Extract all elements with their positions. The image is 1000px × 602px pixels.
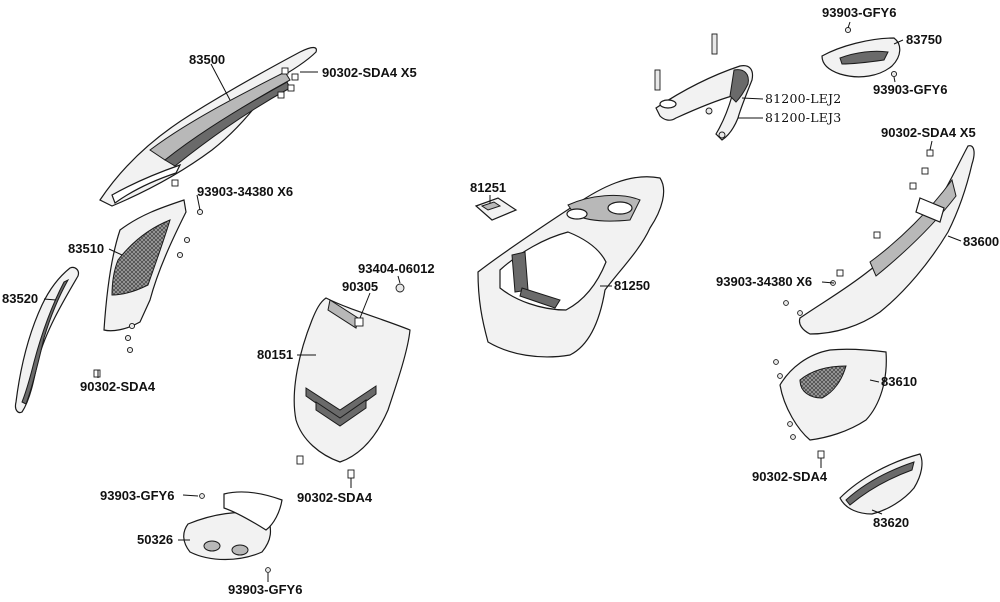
part-81250-helmet-box: [477, 176, 665, 358]
part-83600-right-cover: [798, 145, 975, 335]
label-93903-gfy6-tr2: 93903-GFY6: [873, 82, 948, 97]
label-83750: 83750: [906, 32, 943, 47]
label-81200-lej2: 81200-LEJ2: [765, 91, 842, 106]
label-83500: 83500: [189, 52, 226, 67]
part-83500-rear-cover: [99, 46, 317, 207]
part-50326-floor-cover: [183, 491, 283, 573]
clips-right: [783, 149, 934, 316]
part-80151-front-inner: [293, 297, 411, 463]
label-90305: 90305: [342, 279, 379, 294]
part-83520-left-trim: [14, 266, 80, 414]
label-83510: 83510: [68, 241, 105, 256]
label-93404-06012: 93404-06012: [358, 261, 435, 276]
label-81250: 81250: [614, 278, 651, 293]
part-83610-right-mesh-panel: [773, 348, 887, 459]
label-93903-34380-x6-right: 93903-34380 X6: [716, 274, 813, 289]
label-93903-gfy6-tr: 93903-GFY6: [822, 5, 897, 20]
label-90302-sda4-left: 90302-SDA4: [80, 379, 156, 394]
clips-top: [171, 67, 299, 187]
screws-left: [93, 208, 204, 378]
part-81200-carrier: [654, 33, 754, 141]
label-81251: 81251: [470, 180, 507, 195]
label-83600: 83600: [963, 234, 1000, 249]
label-93903-34380-x6-left: 93903-34380 X6: [197, 184, 294, 199]
fasteners-center: [296, 283, 405, 479]
label-83520: 83520: [2, 291, 39, 306]
part-83510-left-mesh-panel: [103, 199, 187, 332]
part-83620-right-trim: [839, 453, 923, 515]
label-81200-lej3: 81200-LEJ3: [765, 110, 842, 125]
label-90302-sda4-mid: 90302-SDA4: [297, 490, 373, 505]
label-90302-sda4-x5-right: 90302-SDA4 X5: [881, 125, 976, 140]
label-90302-sda4-x5-top: 90302-SDA4 X5: [322, 65, 417, 80]
label-83620: 83620: [873, 515, 910, 530]
label-50326: 50326: [137, 532, 174, 547]
part-81251-lid: [474, 197, 518, 221]
label-80151: 80151: [257, 347, 294, 362]
label-93903-gfy6-bl: 93903-GFY6: [100, 488, 175, 503]
label-90302-sda4-right: 90302-SDA4: [752, 469, 828, 484]
label-83610: 83610: [881, 374, 918, 389]
part-83750-rear-cap: [821, 26, 901, 78]
leader-lines: [43, 21, 962, 582]
label-93903-gfy6-bot: 93903-GFY6: [228, 582, 303, 597]
